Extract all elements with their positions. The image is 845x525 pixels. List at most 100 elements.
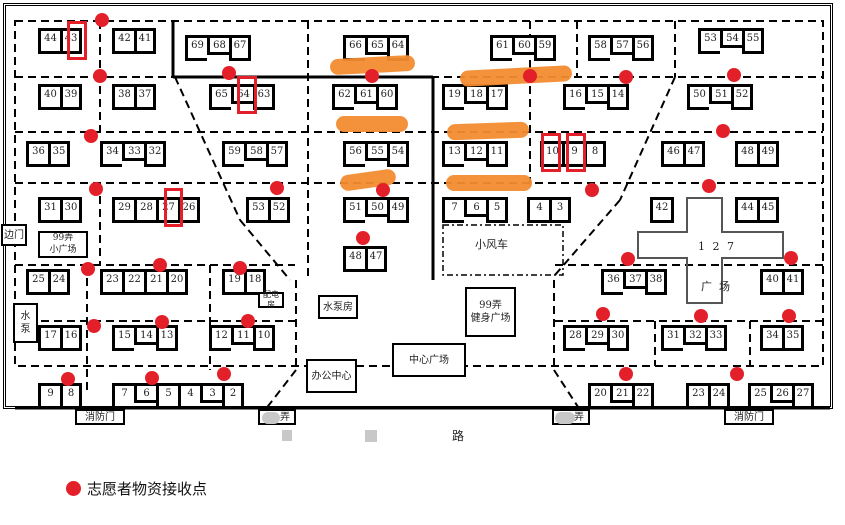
building-12-10: 12 11 10 [209, 325, 275, 351]
unit-15: 15 [585, 84, 607, 104]
unit-17: 17 [486, 84, 508, 110]
unit-54: 54 [720, 28, 742, 48]
collection-point [87, 319, 101, 333]
building-20-22: 20 21 22 [588, 383, 654, 409]
building-28-30: 28 29 30 [563, 325, 629, 351]
highlight-unit-64 [237, 76, 257, 114]
unit-61b: 61 [354, 84, 376, 104]
unit-49b: 49 [387, 197, 409, 223]
collection-point [619, 70, 633, 84]
building-23-20: 23 22 21 20 [100, 269, 188, 295]
redacted-road-name-1 [282, 430, 292, 441]
unit-52: 52 [731, 84, 753, 110]
collection-point [585, 183, 599, 197]
collection-point [145, 371, 159, 385]
unit-68: 68 [207, 35, 229, 55]
unit-21b: 21 [610, 383, 632, 403]
unit-44b: 44 [735, 197, 757, 223]
unit-57: 57 [610, 35, 632, 55]
unit-60b: 60 [376, 84, 398, 110]
unit-7b: 7 [112, 383, 134, 409]
unit-8b: 8 [60, 383, 82, 409]
collection-point [523, 69, 537, 83]
building-7-5: 7 6 5 [442, 197, 508, 223]
building-10-8: 10 9 8 [540, 141, 606, 167]
highlight-unit-43 [67, 21, 87, 60]
unit-29: 29 [112, 197, 134, 223]
unit-38: 38 [112, 84, 134, 110]
redacted-text-left [262, 412, 280, 424]
collection-point [694, 309, 708, 323]
collection-point [222, 66, 236, 80]
unit-9b: 9 [38, 383, 60, 409]
building-53-52: 53 52 [246, 197, 290, 223]
unit-47: 47 [683, 141, 705, 167]
building-29-26: 29 28 27 26 [112, 197, 200, 223]
fitness-square: 99弄 健身广场 [465, 287, 516, 337]
building-16-14: 16 15 14 [563, 84, 629, 110]
unit-30: 30 [60, 197, 82, 223]
building-25-24: 25 24 [26, 269, 70, 295]
unit-49: 49 [757, 141, 779, 167]
building-34-32: 34 33 32 [100, 141, 166, 167]
unit-59: 59 [534, 35, 556, 61]
unit-15b: 15 [112, 325, 134, 351]
unit-67: 67 [229, 35, 251, 61]
building-50-52: 50 51 52 [687, 84, 753, 110]
building-61-59: 61 60 59 [490, 35, 556, 61]
unit-3b: 3 [200, 383, 222, 403]
unit-23b: 23 [686, 383, 708, 409]
highlight-unit-27 [164, 188, 183, 227]
side-gate: 边门 [1, 224, 27, 246]
unit-20b: 20 [588, 383, 610, 409]
unit-60: 60 [512, 35, 534, 55]
unit-16b: 16 [60, 325, 82, 351]
unit-26b: 26 [770, 383, 792, 403]
collection-point [61, 372, 75, 386]
unit-20: 20 [166, 269, 188, 295]
building-19-17: 19 18 17 [442, 84, 508, 110]
unit-39: 39 [60, 84, 82, 110]
power-room: 配电房 [258, 290, 284, 309]
collection-point [93, 69, 107, 83]
unit-35b: 35 [782, 325, 804, 351]
unit-58b: 58 [244, 141, 266, 161]
small-square: 99弄 小广场 [38, 231, 88, 258]
collection-point [621, 252, 635, 266]
unit-55: 55 [742, 28, 764, 54]
unit-13b: 13 [156, 325, 178, 351]
building-34-35: 34 35 [760, 325, 804, 351]
collection-point [217, 367, 231, 381]
unit-40: 40 [38, 84, 60, 110]
building-42-41: 42 41 [112, 28, 156, 54]
unit-42: 42 [112, 28, 134, 54]
cross-square-label: 广 场 [701, 280, 730, 293]
unit-37b: 37 [623, 269, 645, 289]
building-4-3: 4 3 [527, 197, 571, 223]
unit-21: 21 [144, 269, 166, 295]
building-38-37: 38 37 [112, 84, 156, 110]
collection-point [376, 183, 390, 197]
collection-point [89, 182, 103, 196]
collection-point [596, 307, 610, 321]
building-17-16: 17 16 [38, 325, 82, 351]
unit-47b: 47 [365, 246, 387, 272]
unit-46: 46 [661, 141, 683, 167]
map-legend: 志愿者物资接收点 [66, 478, 207, 499]
unit-37: 37 [134, 84, 156, 110]
collection-point [356, 231, 370, 245]
redaction-mark [446, 121, 530, 141]
unit-59b: 59 [222, 141, 244, 167]
building-62-60: 62 61 60 [332, 84, 398, 110]
building-7-2: 7 6 5 4 3 2 [112, 383, 244, 409]
unit-53b: 53 [246, 197, 268, 223]
building-40-41: 40 41 [760, 269, 804, 295]
unit-25b: 25 [748, 383, 770, 409]
unit-61: 61 [490, 35, 512, 61]
building-13-11: 13 12 11 [442, 141, 508, 167]
building-44-45: 44 45 [735, 197, 779, 223]
windmill-area: 小风车 [475, 238, 508, 251]
building-51-49: 51 50 49 [343, 197, 409, 223]
unit-5: 5 [486, 197, 508, 223]
unit-50: 50 [687, 84, 709, 110]
